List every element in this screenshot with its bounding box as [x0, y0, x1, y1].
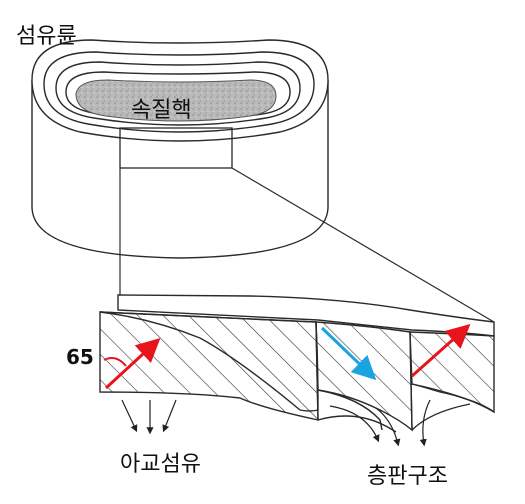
fiber-arrow-left [104, 337, 161, 390]
nucleus-pulposus-label: 속질핵 [131, 98, 192, 123]
cross-fiber-pointers [121, 399, 177, 435]
angle-label: 65 [66, 345, 94, 369]
cross-fiber-label: 아교섬유 [120, 452, 201, 477]
annulus-fibrosus-label: 섬유륜 [16, 24, 77, 49]
zoom-box [119, 127, 233, 169]
lamellar-structure-label: 층판구조 [367, 464, 448, 489]
layer-2-face [315, 321, 413, 432]
disc-body [31, 39, 329, 259]
layer-3-face [409, 331, 495, 414]
nucleus-pulposus [75, 79, 277, 122]
fiber-arrow-middle [320, 326, 377, 381]
lamellar-section [99, 294, 495, 433]
lamellar-pointers [329, 399, 431, 447]
angle-arc [103, 357, 127, 367]
layer-1-face [99, 311, 319, 421]
fiber-arrow-right [411, 324, 471, 378]
